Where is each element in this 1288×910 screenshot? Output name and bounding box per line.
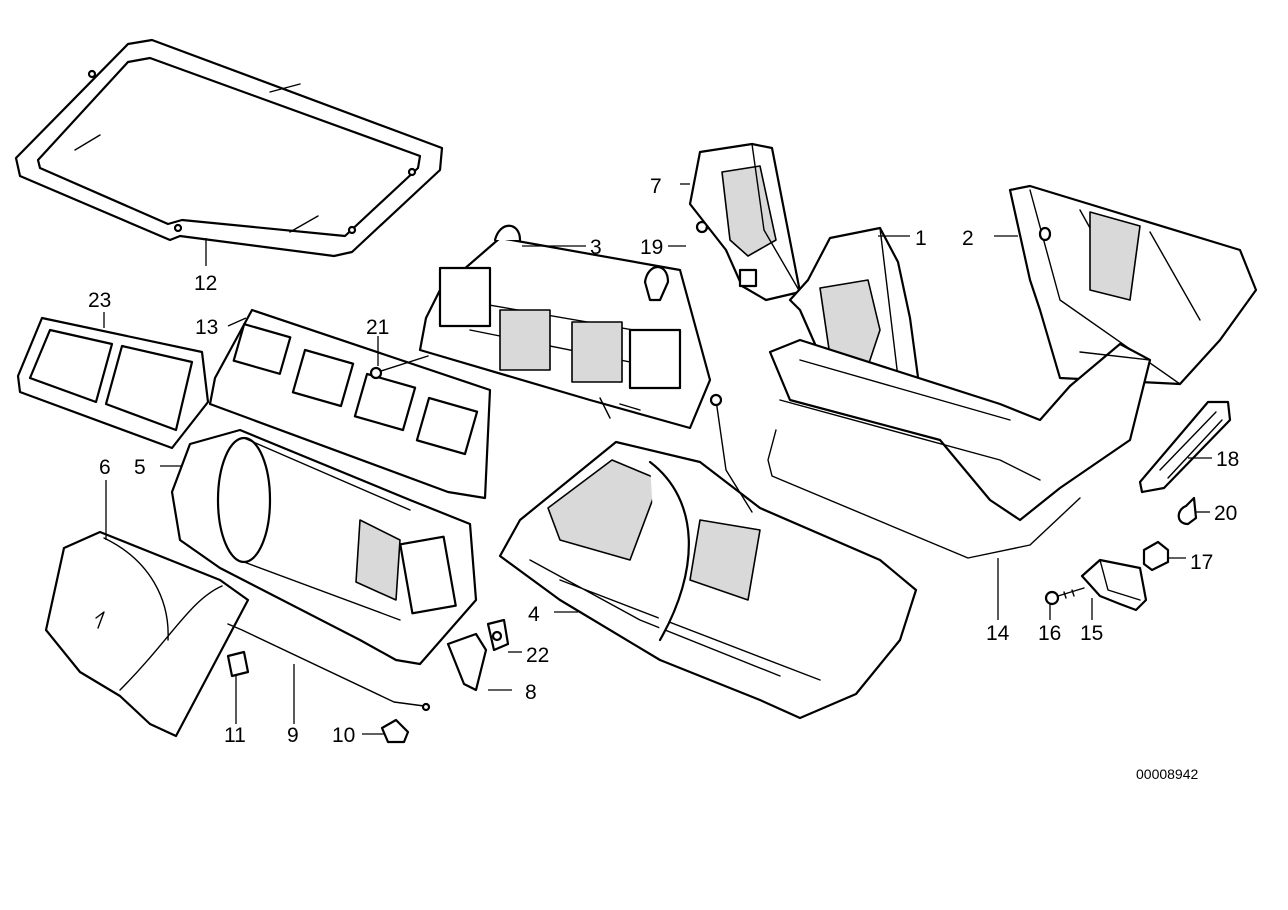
callout-11: 11 [224, 724, 246, 747]
part-18-grille-strip [1138, 400, 1232, 494]
callout-23: 23 [88, 289, 111, 312]
callout-1: 1 [915, 227, 927, 250]
part-8-flap [446, 632, 488, 692]
callout-8: 8 [525, 681, 537, 704]
part-9-cable [227, 623, 431, 712]
callout-12: 12 [194, 272, 217, 295]
callout-5: 5 [134, 456, 146, 479]
callout-17: 17 [1190, 551, 1213, 574]
part-11-clip [226, 650, 250, 678]
part-14-rod [767, 429, 1081, 559]
callout-14: 14 [986, 622, 1010, 645]
part-20-clip [1177, 496, 1198, 526]
part-10-clip [380, 718, 410, 744]
part-7-air-duct [688, 142, 802, 302]
part-6-curved-cover [44, 530, 250, 738]
lower-housing-frame [768, 338, 1152, 522]
part-3-upper-housing [418, 224, 712, 430]
callout-3: 3 [590, 236, 602, 259]
part-22-plate [486, 618, 510, 652]
callout-7: 7 [650, 175, 662, 198]
callout-10: 10 [332, 724, 355, 747]
part-17-clip [1142, 540, 1170, 572]
callout-16: 16 [1038, 622, 1061, 645]
callout-21: 21 [366, 316, 389, 339]
part-13-window-gasket [208, 308, 492, 500]
callout-13: 13 [195, 316, 218, 339]
part-12-gasket-frame [14, 38, 444, 258]
part-4-lower-base [498, 393, 918, 720]
callout-19: 19 [640, 236, 663, 259]
callout-15: 15 [1080, 622, 1103, 645]
part-2-outer-housing [1008, 184, 1258, 386]
callout-22: 22 [526, 644, 549, 667]
part-15-bracket [1080, 558, 1148, 612]
diagram-reference-number: 00008942 [1136, 766, 1199, 782]
part-23-filter-frame [16, 316, 210, 450]
callout-9: 9 [287, 724, 299, 747]
callout-20: 20 [1214, 502, 1237, 525]
part-5-blower-housing [170, 428, 478, 666]
callout-6: 6 [99, 456, 111, 479]
leader-lines [103, 183, 1212, 735]
callout-2: 2 [962, 227, 974, 250]
callout-4: 4 [528, 603, 540, 626]
callout-18: 18 [1216, 448, 1239, 471]
part-16-screw [1044, 587, 1085, 606]
part-21-pin [369, 355, 429, 380]
